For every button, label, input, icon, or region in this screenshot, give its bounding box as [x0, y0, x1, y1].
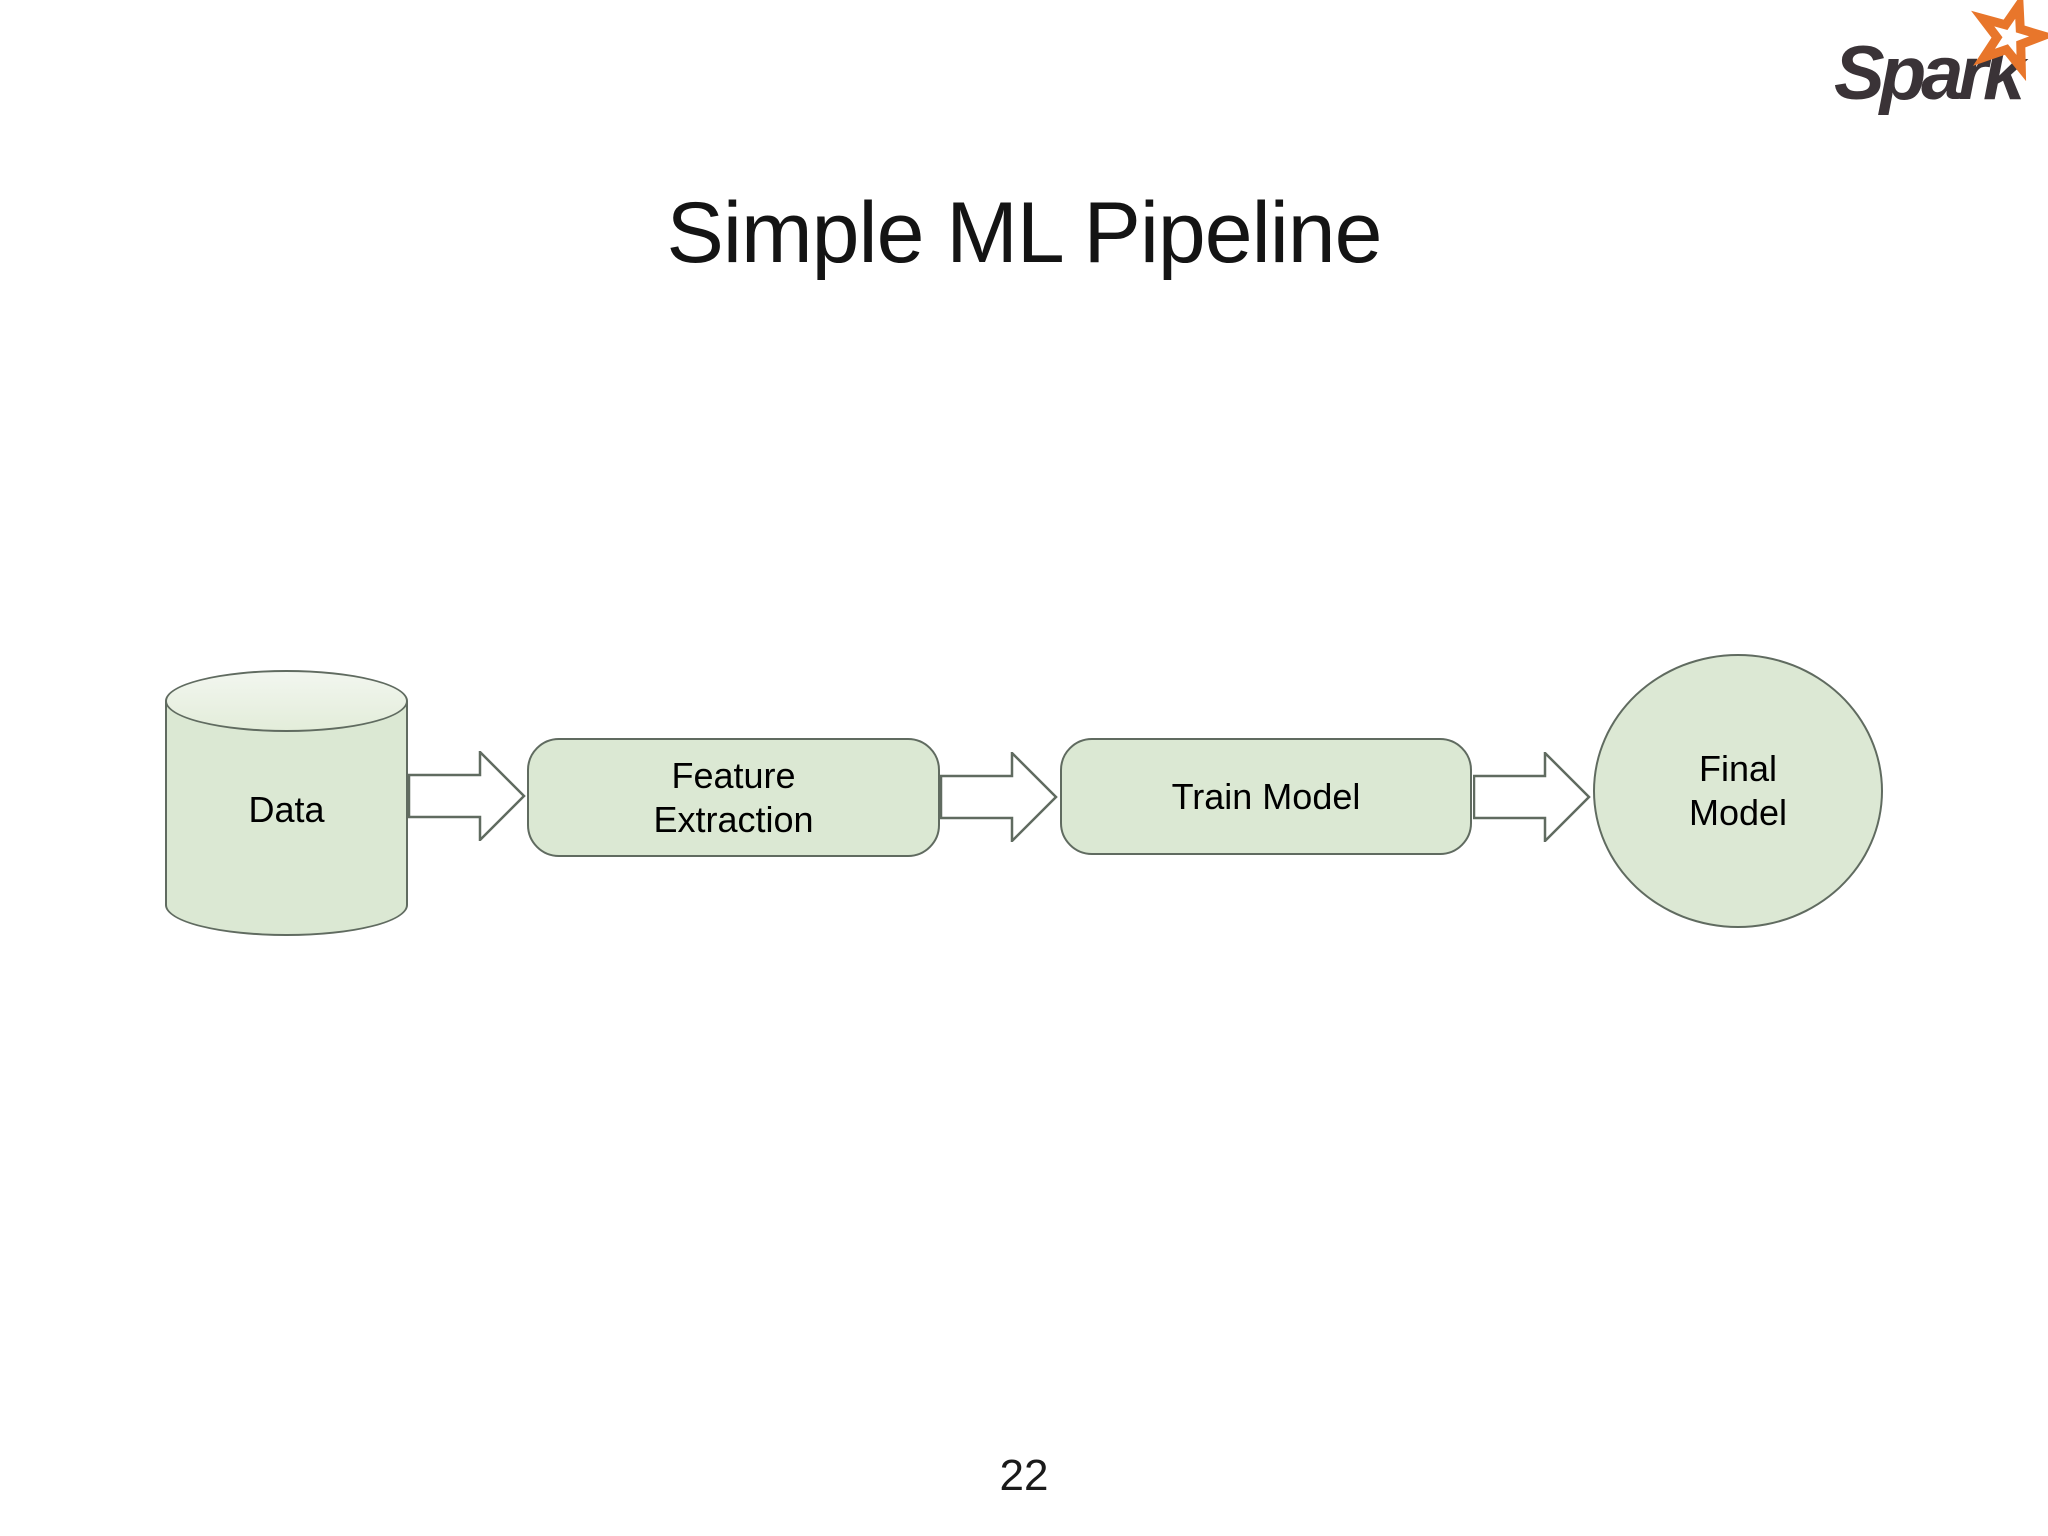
train-model-node: Train Model	[1060, 738, 1472, 855]
final-model-node: Final Model	[1593, 654, 1883, 928]
feature-extraction-label-line2: Extraction	[653, 798, 814, 840]
spark-logo: Spark	[1820, 0, 2048, 132]
cylinder-top-ellipse	[165, 670, 408, 732]
flow-arrow-icon	[940, 752, 1058, 842]
feature-extraction-label-line1: Feature	[671, 754, 796, 796]
flow-arrow-icon	[1473, 752, 1591, 842]
final-model-label-line1: Final	[1698, 748, 1778, 789]
spark-star-icon	[1971, 0, 2048, 82]
final-model-label-line2: Model	[1688, 792, 1788, 833]
page-number: 22	[999, 1451, 1049, 1500]
data-node-label: Data	[248, 789, 325, 830]
flow-arrow-icon	[408, 751, 526, 841]
feature-extraction-node: Feature Extraction	[527, 738, 940, 857]
cylinder-body	[165, 701, 408, 936]
data-cylinder-node: Data	[165, 670, 408, 936]
train-model-label: Train Model	[1171, 775, 1361, 817]
page-title: Simple ML Pipeline	[666, 185, 1383, 281]
